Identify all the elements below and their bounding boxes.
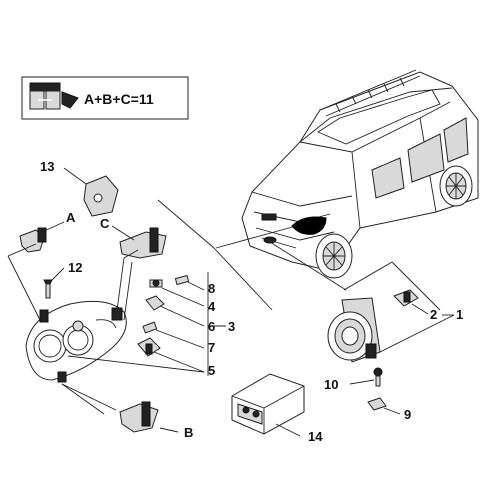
legend-formula: A+B+C=11 (84, 91, 154, 107)
part-4-bulb (149, 279, 205, 307)
callout-12: 12 (68, 260, 82, 275)
callout-6: 6 (208, 319, 215, 334)
part-2-bulb (393, 289, 429, 315)
callout-b: B (184, 425, 193, 440)
callout-13: 13 (40, 159, 54, 174)
callout-a: A (66, 210, 76, 225)
part-8-bulb (174, 274, 205, 291)
callout-1: 1 (456, 307, 463, 322)
part-10-screw (349, 367, 383, 387)
fog-lamp-assembly (327, 297, 381, 363)
callout-4: 4 (208, 299, 216, 314)
headlamp-highlight (291, 216, 327, 235)
callout-c: C (100, 216, 110, 231)
callout-8: 8 (208, 281, 215, 296)
headlamp-assembly (25, 300, 127, 383)
front-wheel (315, 233, 353, 279)
legend-box: A+B+C=11 (21, 76, 189, 120)
callout-10: 10 (324, 377, 338, 392)
kit-icon (29, 82, 79, 110)
callout-9: 9 (404, 407, 411, 422)
vehicle-illustration (241, 69, 479, 279)
callout-2: 2 (430, 307, 437, 322)
callout-5: 5 (208, 363, 215, 378)
part-b-bracket (119, 401, 179, 433)
part-13-cover (63, 167, 119, 217)
callout-3: 3 (228, 319, 235, 334)
callout-14: 14 (308, 429, 323, 444)
part-9-clip (367, 397, 401, 415)
part-c-bracket (111, 225, 167, 259)
part-12-screw (43, 267, 65, 299)
part-6-bulb (145, 295, 205, 327)
part-5-bulb (137, 337, 205, 373)
callout-7: 7 (208, 340, 215, 355)
rear-wheel (439, 165, 473, 207)
part-a-bracket (19, 221, 65, 253)
part-14-bulb-kit (231, 373, 305, 437)
part-7-bulb (142, 321, 205, 349)
